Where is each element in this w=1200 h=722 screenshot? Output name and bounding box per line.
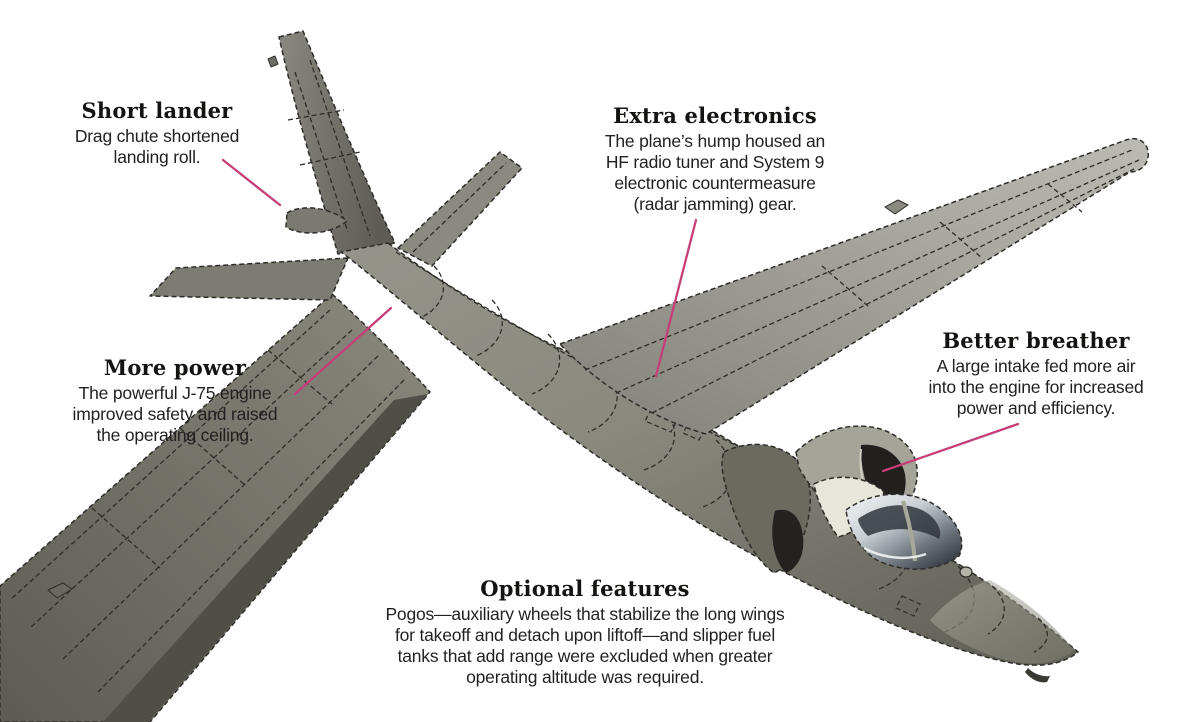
right-wing-fence — [884, 199, 909, 215]
left-wing-fence — [47, 582, 73, 599]
left-stabilizer — [149, 257, 349, 301]
drag-chute-fairing — [285, 207, 348, 234]
left-wing — [0, 293, 431, 722]
callout-short-lander: Short lander Drag chute shortened landin… — [47, 99, 267, 168]
callout-better-breather: Better breather A large intake fed more … — [916, 329, 1156, 419]
left-intake — [721, 443, 812, 574]
nose-section — [930, 566, 1074, 683]
callout-text-line: (radar jamming) gear. — [633, 194, 797, 214]
fin-nub — [267, 55, 279, 68]
callout-text-line: HF radio tuner and System 9 — [605, 152, 825, 172]
callout-title: Extra electronics — [613, 103, 817, 128]
leader-lines — [221, 158, 1020, 473]
callout-more-power: More power The powerful J-75 engine impr… — [65, 356, 285, 446]
leader-line-short-lander — [221, 158, 282, 207]
vertical-fin — [278, 30, 396, 255]
leader-line-more-power — [293, 306, 393, 396]
pitot-hook — [1025, 668, 1050, 683]
callout-text-line: A large intake fed more air — [936, 356, 1136, 376]
callout-text-line: operating altitude was required. — [466, 667, 704, 687]
leader-line-better-breather — [881, 422, 1020, 473]
callout-text-line: landing roll. — [113, 147, 201, 167]
callout-text-line: for takeoff and detach upon liftoff—and … — [394, 625, 776, 645]
callout-text-line: power and efficiency. — [956, 398, 1116, 418]
cockpit-canopy — [845, 493, 963, 570]
callout-text-line: Drag chute shortened — [74, 126, 240, 146]
callout-title: Optional features — [480, 576, 690, 601]
right-wing — [559, 138, 1149, 435]
callout-text-line: The powerful J-75 engine — [78, 383, 272, 403]
right-stabilizer — [397, 151, 523, 267]
callout-text-line: into the engine for increased — [928, 377, 1144, 397]
leader-line-extra-electronics — [654, 218, 698, 378]
callout-text-line: electronic countermeasure — [614, 173, 816, 193]
callout-text-line: The plane’s hump housed an — [604, 131, 826, 151]
callout-text-line: tanks that add range were excluded when … — [397, 646, 773, 666]
callout-title: More power — [103, 355, 247, 380]
left-intake-opening — [772, 509, 804, 573]
tail-section — [149, 30, 523, 301]
nose-blister — [959, 566, 973, 578]
callout-text-line: improved safety and raised — [72, 404, 278, 424]
callout-optional-features: Optional features Pogos—auxiliary wheels… — [375, 577, 795, 688]
callout-title: Better breather — [942, 328, 1130, 353]
callout-text-line: Pogos—auxiliary wheels that stabilize th… — [385, 604, 785, 624]
callout-title: Short lander — [81, 98, 233, 123]
callout-text-line: the operating ceiling. — [96, 425, 254, 445]
callout-extra-electronics: Extra electronics The plane’s hump house… — [580, 104, 850, 215]
